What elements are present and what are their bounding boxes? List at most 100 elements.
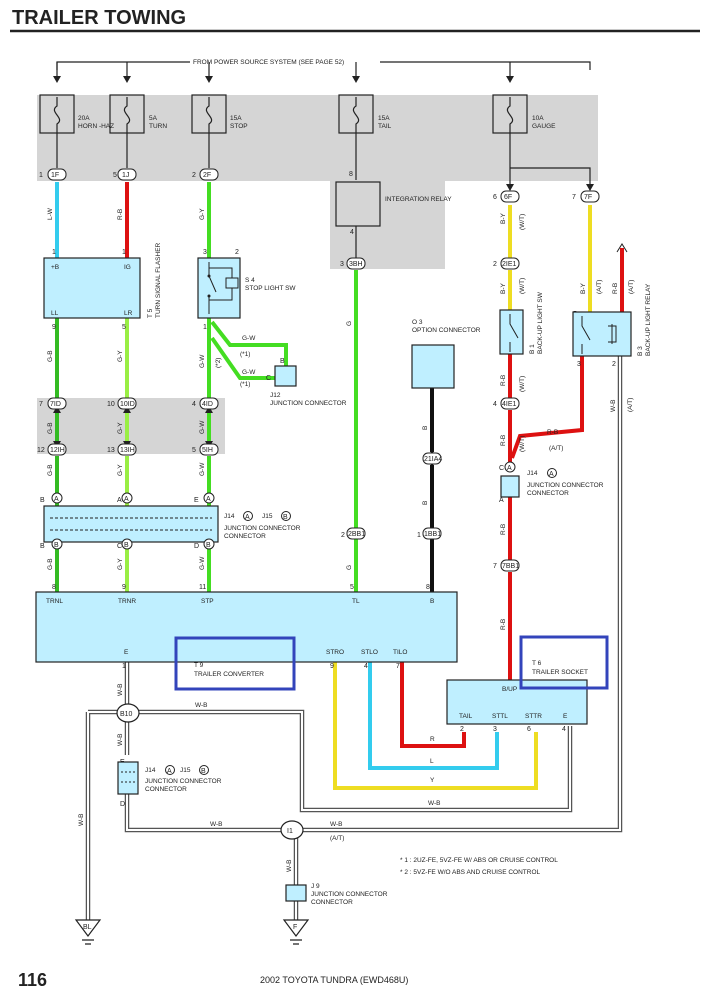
svg-text:2BB1: 2BB1 [348,531,365,538]
svg-text:(W/T): (W/T) [519,436,526,452]
svg-text:OPTION CONNECTOR: OPTION CONNECTOR [412,327,481,334]
svg-text:JUNCTION CONNECTOR: JUNCTION CONNECTOR [224,525,301,532]
svg-text:G-Y: G-Y [117,422,124,434]
svg-text:(A/T): (A/T) [628,280,635,294]
svg-text:3: 3 [203,249,207,256]
svg-text:W-B: W-B [610,399,617,412]
svg-text:W-B: W-B [117,683,124,696]
svg-text:A: A [54,496,59,503]
svg-text:(*1): (*1) [240,381,250,388]
svg-text:STLO: STLO [361,649,378,656]
svg-text:2: 2 [493,261,497,268]
svg-text:R-B: R-B [500,435,507,446]
svg-text:(W/T): (W/T) [519,376,526,392]
svg-text:TRAILER CONVERTER: TRAILER CONVERTER [194,671,264,678]
svg-text:A: A [245,514,250,521]
svg-text:A: A [499,497,504,504]
svg-text:I1: I1 [287,828,293,835]
svg-text:6: 6 [527,726,531,733]
svg-text:12IH: 12IH [50,447,65,454]
svg-text:11: 11 [199,584,206,591]
svg-text:B/UP: B/UP [502,686,517,693]
svg-text:5: 5 [113,172,117,179]
svg-text:1: 1 [52,249,56,256]
svg-text:E: E [563,713,568,720]
svg-text:10A: 10A [532,115,544,122]
svg-text:TURN SIGNAL FLASHER: TURN SIGNAL FLASHER [155,242,162,318]
svg-text:T 9: T 9 [194,662,204,669]
svg-text:TRNR: TRNR [118,598,136,605]
page-number: 116 [18,970,47,990]
svg-text:BACK-UP LIGHT RELAY: BACK-UP LIGHT RELAY [645,283,652,356]
svg-text:1: 1 [122,249,126,256]
j14-junction-connector-upper: A J14 A JUNCTION CONNECTOR CONNECTOR [500,461,604,498]
svg-text:G-Y: G-Y [117,350,124,362]
svg-text:8: 8 [349,171,353,178]
svg-text:LL: LL [51,310,59,317]
page-title: TRAILER TOWING [12,7,186,29]
svg-text:7: 7 [396,663,400,670]
j12-junction-connector: B C J12 JUNCTION CONNECTOR [266,358,347,407]
svg-text:R-B: R-B [500,524,507,535]
svg-text:B-Y: B-Y [500,213,507,225]
svg-text:A: A [507,465,512,472]
svg-text:(W/T): (W/T) [519,278,526,294]
svg-text:W-B: W-B [117,733,124,746]
ground-bl: BL [74,919,102,945]
integration-relay: INTEGRATION RELAY [335,181,452,227]
svg-text:G-W: G-W [242,369,256,376]
svg-text:STOP: STOP [230,123,248,130]
svg-text:12: 12 [37,447,45,454]
fuse-output-lines [56,133,511,190]
svg-text:1: 1 [417,532,421,539]
svg-text:G: G [346,321,353,326]
svg-text:+B: +B [51,264,59,271]
svg-text:J14: J14 [145,767,156,774]
svg-text:L: L [430,758,434,765]
svg-text:G-W: G-W [199,462,206,476]
gauge-branch [510,167,591,190]
j14-j15-junction-connector-lower: J14 A J15 B JUNCTION CONNECTOR CONNECTOR [117,761,222,795]
splice-b10: B10 [116,703,140,723]
svg-text:7: 7 [39,401,43,408]
svg-text:R-B: R-B [547,429,558,436]
svg-text:B 1: B 1 [529,344,536,354]
svg-text:B-Y: B-Y [580,283,587,295]
svg-text:5A: 5A [149,115,158,122]
power-source-label: FROM POWER SOURCE SYSTEM (SEE PAGE 52) [193,59,344,66]
svg-text:4: 4 [192,401,196,408]
connector-ovals: 1F 1J 2F 6F 7F 3BH 2IE1 4IE1 21IA4 7ID 1… [47,168,600,572]
svg-text:7: 7 [493,563,497,570]
svg-text:B: B [124,542,129,549]
svg-text:G-W: G-W [199,420,206,434]
svg-text:JUNCTION CONNECTOR: JUNCTION CONNECTOR [311,891,388,898]
svg-text:2IE1: 2IE1 [502,261,517,268]
svg-text:(A/T): (A/T) [549,445,563,452]
svg-text:5: 5 [192,447,196,454]
svg-text:8: 8 [52,584,56,591]
svg-text:TILO: TILO [393,649,407,656]
svg-text:7ID: 7ID [50,401,61,408]
svg-text:B: B [40,543,45,550]
svg-text:A: A [117,497,122,504]
svg-text:W-B: W-B [210,821,223,828]
svg-text:CONNECTOR: CONNECTOR [527,490,569,497]
svg-text:A: A [167,768,172,775]
svg-text:C: C [117,543,122,550]
svg-text:TL: TL [352,598,360,605]
svg-text:5: 5 [122,324,126,331]
svg-text:B: B [422,426,429,430]
svg-text:(W/T): (W/T) [519,214,526,230]
svg-text:6F: 6F [504,194,512,201]
svg-text:1J: 1J [122,172,129,179]
trailer-socket: B/UP TAIL STTL STTR E T 6 TRAILER SOCKET [446,635,609,725]
svg-text:4IE1: 4IE1 [502,401,517,408]
svg-text:R-B: R-B [500,375,507,386]
svg-text:6: 6 [493,194,497,201]
svg-text:B 3: B 3 [637,346,644,356]
svg-text:4: 4 [493,401,497,408]
svg-text:GAUGE: GAUGE [532,123,556,130]
svg-text:A: A [549,471,554,478]
svg-text:G-B: G-B [47,558,54,570]
